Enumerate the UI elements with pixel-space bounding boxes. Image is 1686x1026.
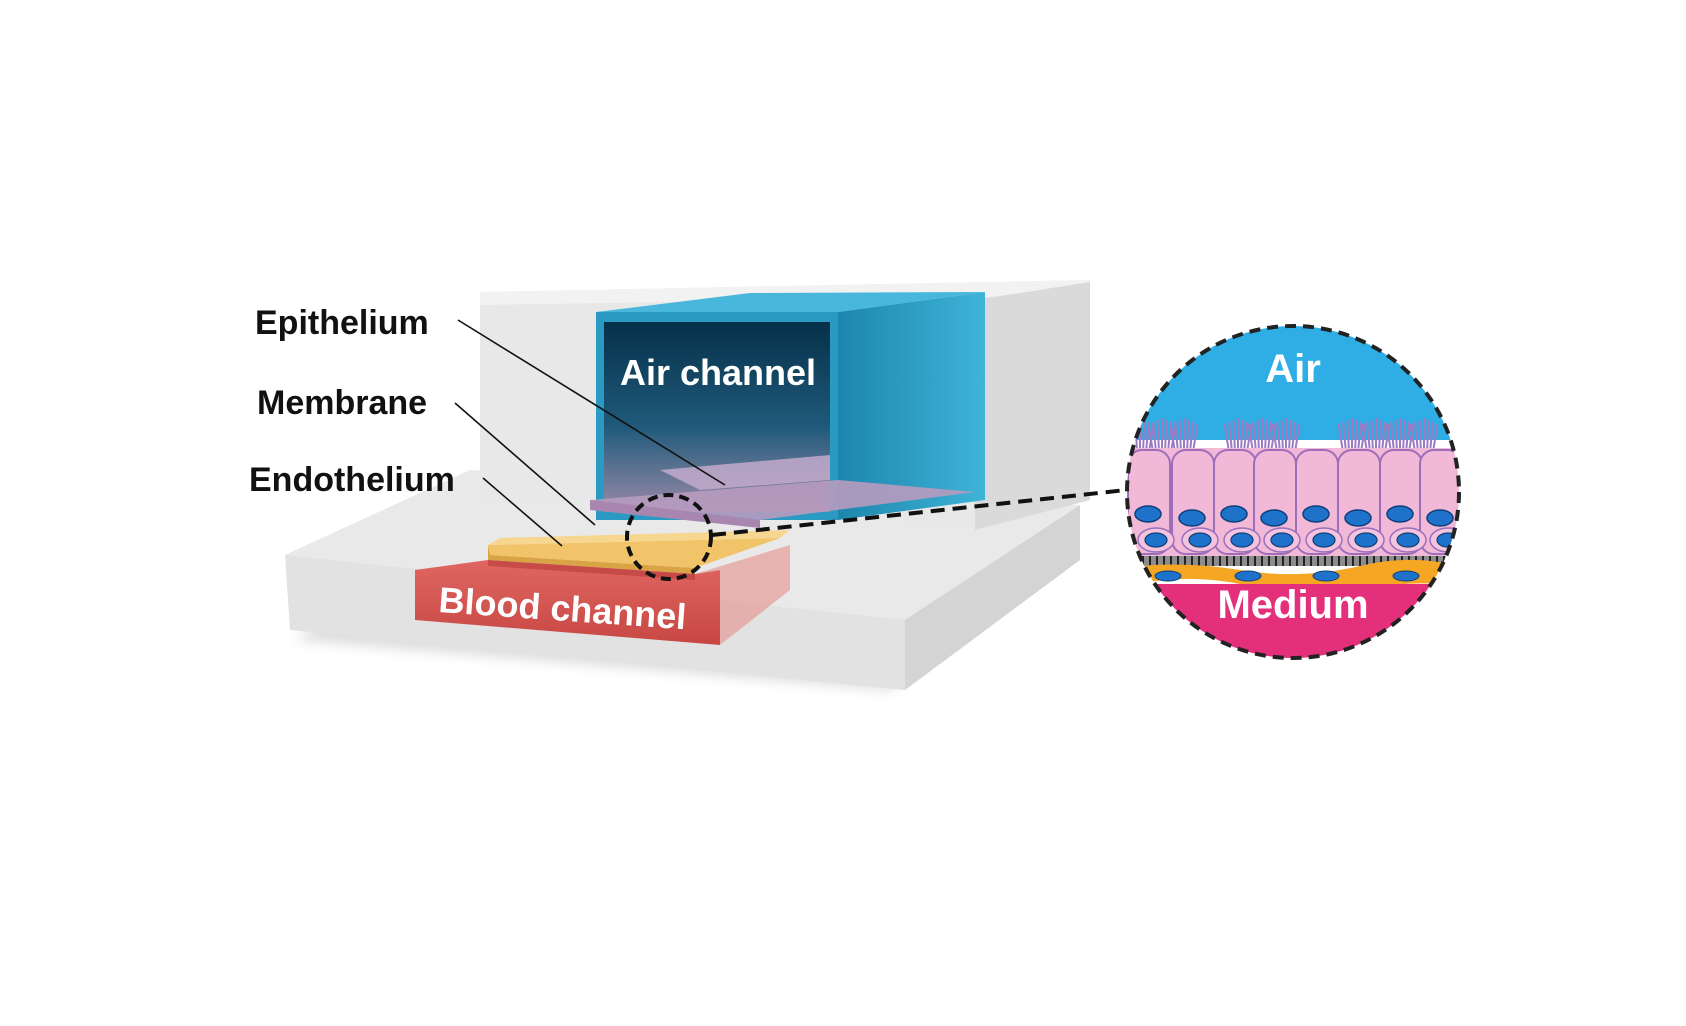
nucleus (1312, 532, 1336, 548)
cilium (1426, 419, 1430, 453)
nucleus (1396, 532, 1420, 548)
cilium (1414, 421, 1419, 453)
nucleus (1178, 509, 1206, 527)
nucleus (1260, 509, 1288, 527)
cilium (1384, 423, 1391, 453)
cilium (1408, 423, 1415, 453)
nucleus (1426, 509, 1454, 527)
epithelial-cells (1127, 449, 1459, 555)
cilium (1192, 423, 1199, 453)
zoom-connector-line (711, 488, 1127, 537)
nucleus (1386, 505, 1414, 523)
cilium (1432, 423, 1439, 453)
label-air-channel: Air channel (620, 352, 816, 393)
cilium (1381, 421, 1386, 453)
inset-magnified-view: Air Medium (1125, 324, 1461, 660)
cilium (1370, 419, 1374, 453)
cilium (1394, 419, 1398, 453)
nucleus (1270, 532, 1294, 548)
cilium (1291, 421, 1296, 453)
nucleus (1230, 532, 1254, 548)
cilium (1174, 421, 1179, 453)
cilium (1189, 421, 1194, 453)
cilium (1256, 419, 1260, 453)
label-epithelium: Epithelium (255, 304, 429, 342)
cilium (1156, 419, 1160, 453)
cilium (1357, 421, 1362, 453)
label-endothelium: Endothelium (249, 461, 455, 499)
cilium (1418, 419, 1422, 453)
cilium (1152, 421, 1157, 453)
leader-line-epithelium (457, 319, 726, 486)
membrane-layer (590, 455, 975, 528)
cilium (1378, 419, 1382, 453)
cilium (1243, 421, 1248, 453)
inset-label-medium: Medium (1217, 583, 1368, 627)
cilium (1223, 423, 1230, 453)
nucleus (1344, 509, 1372, 527)
cilium (1127, 423, 1132, 453)
blood-channel (415, 545, 790, 645)
nucleus (1234, 570, 1262, 582)
leader-line-membrane (454, 402, 596, 526)
cilium (1402, 419, 1406, 453)
cilium (1360, 423, 1367, 453)
cilium (1361, 423, 1368, 453)
cilium (1178, 419, 1182, 453)
cilium (1366, 421, 1371, 453)
inset-label-air: Air (1265, 347, 1321, 391)
cilium (1246, 423, 1253, 453)
cilium (1164, 419, 1168, 453)
cilium (1294, 423, 1301, 453)
cilium (1186, 419, 1190, 453)
cilium (1147, 423, 1154, 453)
cilium (1169, 423, 1176, 453)
cilium (1280, 419, 1284, 453)
cilium (1346, 419, 1350, 453)
nucleus (1436, 532, 1459, 548)
cilium (1409, 423, 1416, 453)
cilium (1240, 419, 1244, 453)
cilium (1264, 419, 1268, 453)
cilium (1342, 421, 1347, 453)
endothelial-nuclei (1154, 570, 1420, 582)
cilium (1270, 423, 1277, 453)
cilium (1232, 419, 1236, 453)
cilium (1228, 421, 1233, 453)
nucleus (1392, 570, 1420, 582)
nucleus (1302, 505, 1330, 523)
cilium (1429, 421, 1434, 453)
leader-line-endothelium (482, 477, 563, 547)
cilium (1252, 421, 1257, 453)
cilium (1142, 419, 1146, 453)
cilium (1247, 423, 1254, 453)
cilium (1288, 419, 1292, 453)
cilium (1354, 419, 1358, 453)
nucleus (1188, 532, 1212, 548)
cilium (1267, 421, 1272, 453)
nucleus (1312, 570, 1340, 582)
nucleus (1144, 532, 1168, 548)
zoom-circle-small (625, 493, 713, 581)
cilium (1385, 423, 1392, 453)
endothelial-layer (1127, 559, 1459, 592)
nucleus (1220, 505, 1248, 523)
nucleus (1134, 505, 1162, 523)
nucleus (1354, 532, 1378, 548)
inset-circle-border (1125, 324, 1461, 660)
nucleus (1154, 570, 1182, 582)
cilium (1390, 421, 1395, 453)
porous-membrane (1127, 556, 1459, 566)
cilium (1271, 423, 1278, 453)
label-membrane: Membrane (257, 384, 427, 422)
cilium (1337, 423, 1344, 453)
cilium (1276, 421, 1281, 453)
cilium (1405, 421, 1410, 453)
